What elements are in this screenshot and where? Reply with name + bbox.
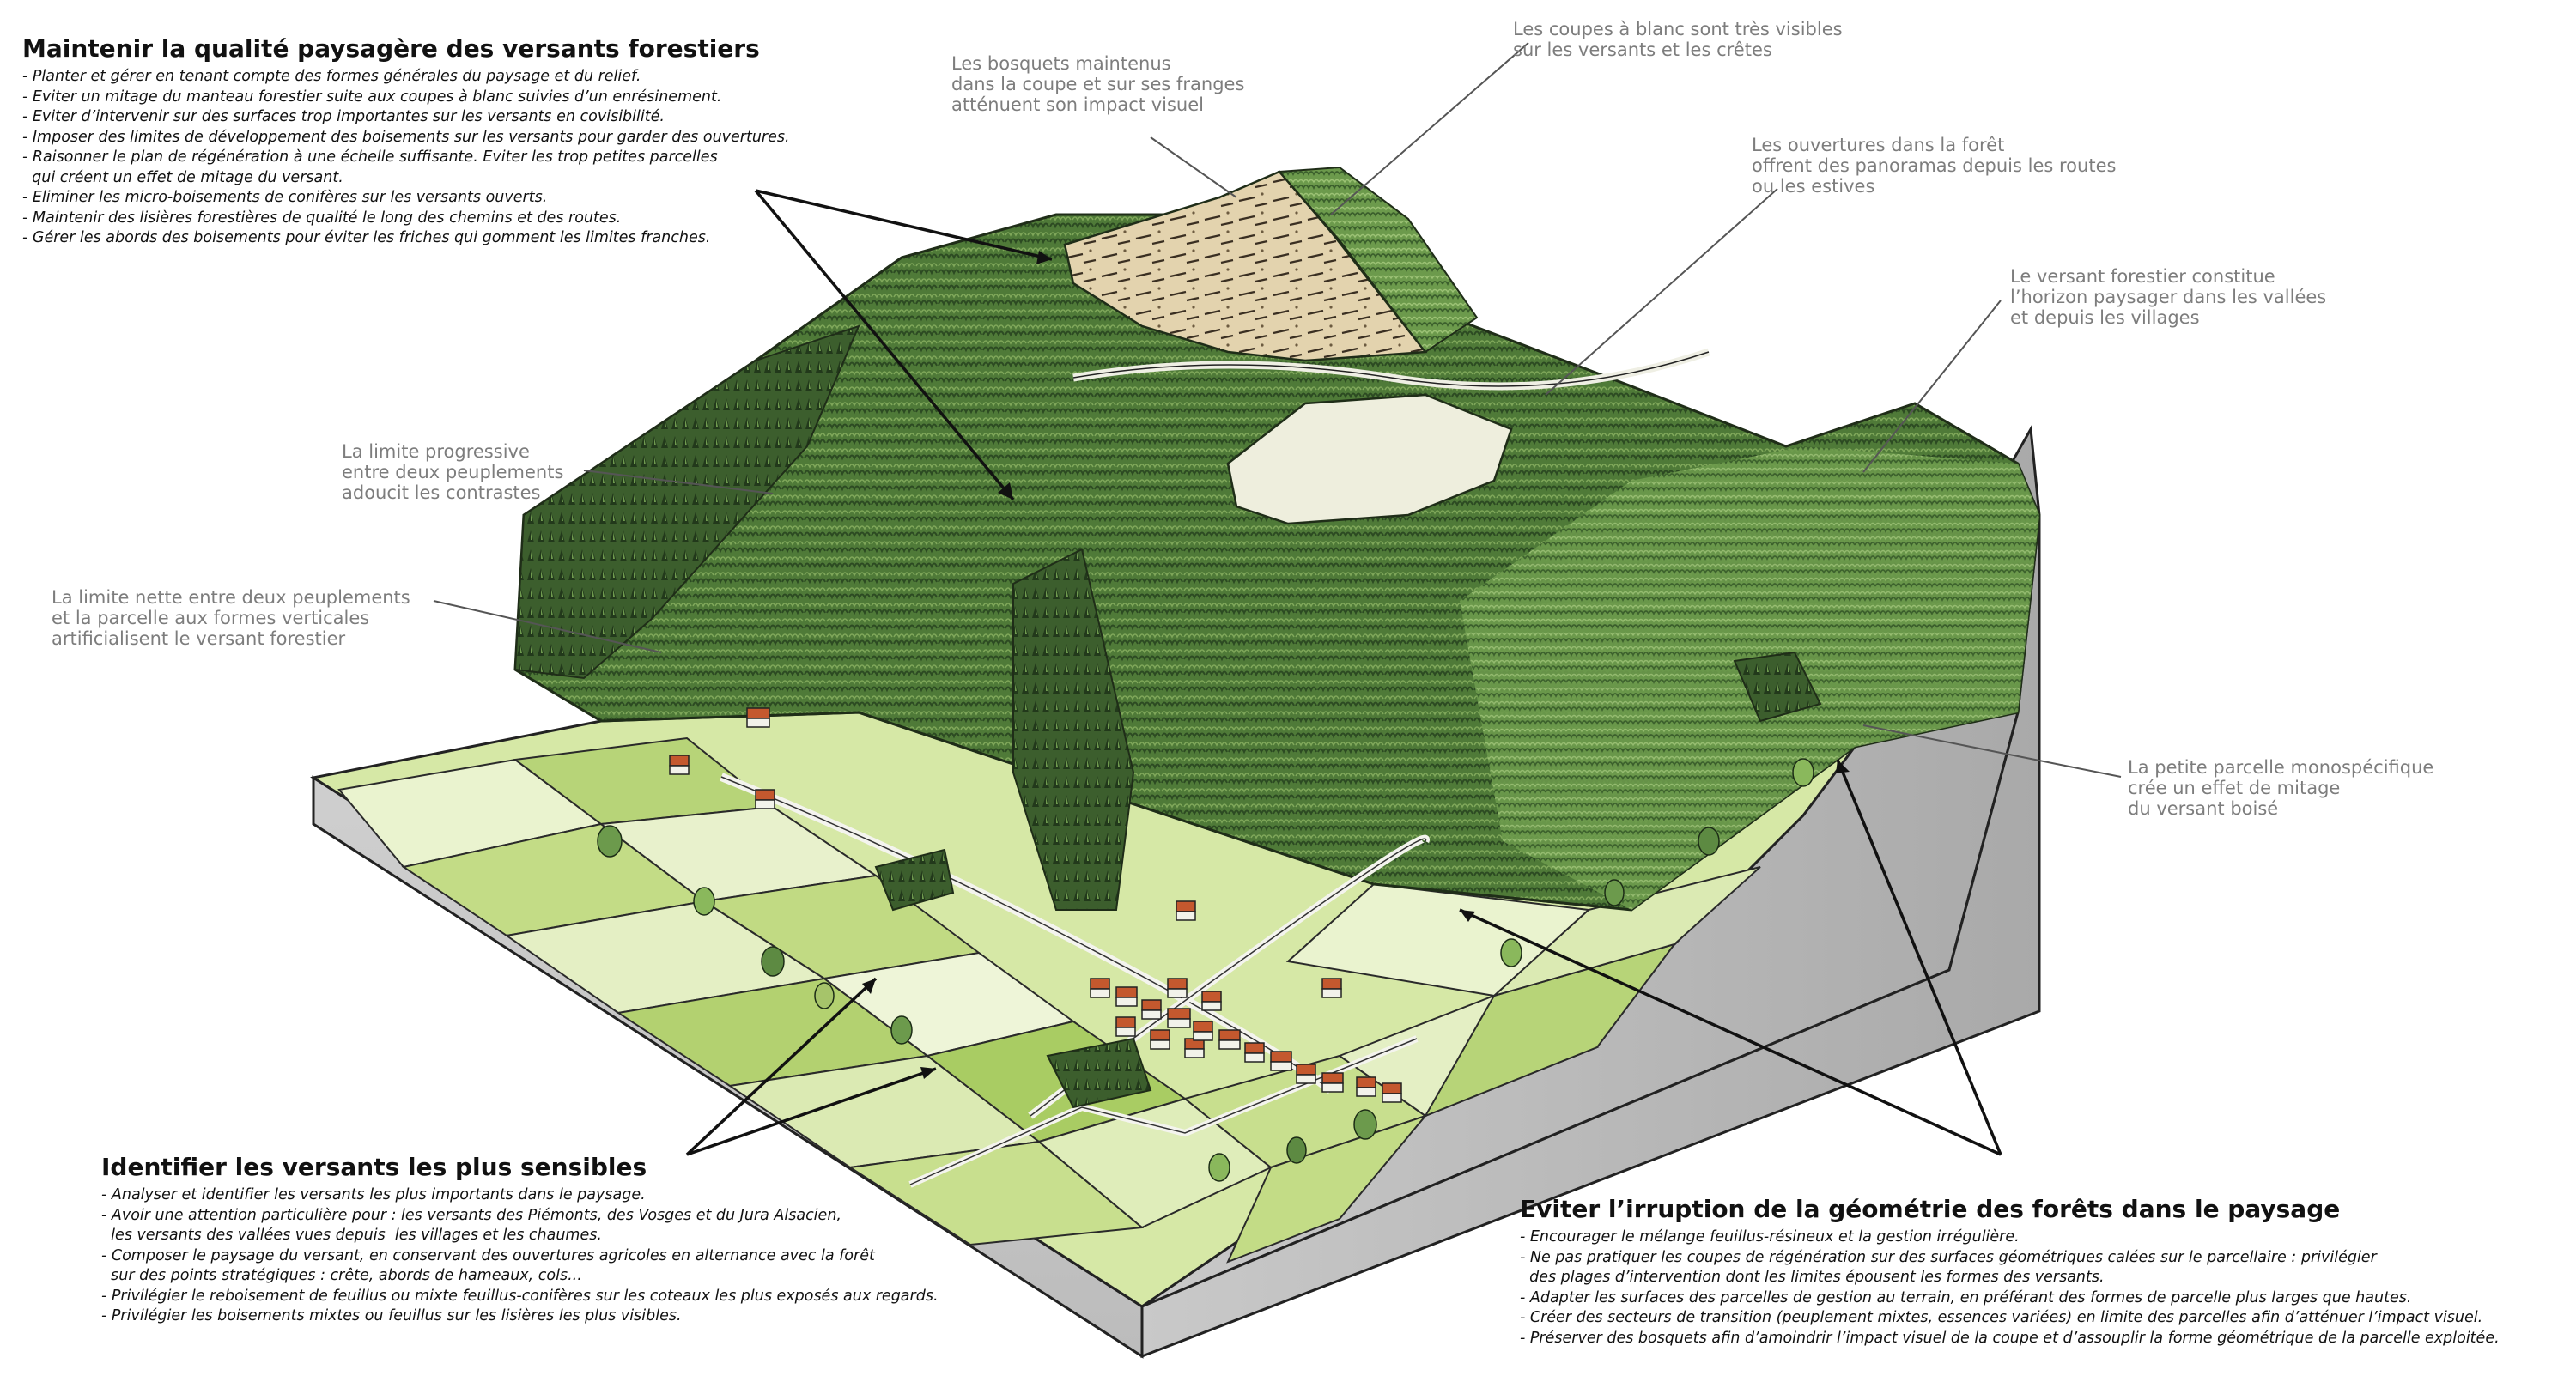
annotation-line: artificialisent le versant forestier [52,628,346,649]
annotation-petite: La petite parcelle monospécifique crée u… [2128,757,2433,819]
annotation-line: adoucit les contrastes [342,482,541,503]
annotation-line: et depuis les villages [2010,307,2200,328]
list-item: - Imposer des limites de développement d… [22,128,790,146]
conifer-parcel-vertical [1012,548,1135,911]
annotation-progressive: La limite progressive entre deux peuplem… [342,441,563,503]
annotation-coupes: Les coupes à blanc sont très visibles su… [1513,19,1843,60]
scattered-trees [597,758,1814,1182]
annotation-bosquets: Les bosquets maintenus dans la coupe et … [951,53,1244,115]
list-item: - Raisonner le plan de régénération à un… [22,148,718,166]
village-houses [669,707,1402,1103]
annotation-line: La limite progressive [342,441,530,462]
list-item: sur des points stratégiques : crête, abo… [101,1267,582,1284]
list-item: - Eviter d’intervenir sur des surfaces t… [22,108,665,125]
list-item: - Adapter les surfaces des parcelles de … [1520,1288,2412,1306]
leader-lines [433,42,2122,1156]
annotation-line: La limite nette entre deux peuplements [52,587,410,608]
annotation-line: La petite parcelle monospécifique [2128,757,2434,778]
list-item: - Eliminer les micro-boisements de conif… [22,189,548,206]
list-item: qui créent un effet de mitage du versant… [22,168,343,186]
block-bottom-right-list: - Encourager le mélange feuillus-résineu… [1520,1227,2500,1349]
annotation-line: l’horizon paysager dans les vallées [2010,287,2327,307]
block-bottom-right-title: Eviter l’irruption de la géométrie des f… [1520,1195,2341,1223]
list-item: - Eviter un mitage du manteau forestier … [22,88,722,106]
block-top-left-list: - Planter et gérer en tenant compte des … [22,67,790,249]
small-monospecific-parcel [1733,651,1822,723]
annotation-line: ou les estives [1752,176,1875,197]
list-item: les versants des vallées vues depuis les… [101,1227,602,1244]
annotation-line: dans la coupe et sur ses franges [951,74,1245,94]
clear-cut [1063,170,1428,362]
annotation-line: offrent des panoramas depuis les routes [1752,155,2117,176]
block-bottom-right: Eviter l’irruption de la géométrie des f… [1520,1195,2500,1349]
list-item: - Privilégier les boisements mixtes ou f… [101,1307,682,1324]
list-item: - Gérer les abords des boisements pour é… [22,229,711,246]
block-bottom-left-list: - Analyser et identifier les versants le… [101,1185,939,1327]
annotation-line: entre deux peuplements [342,462,564,482]
conifer-grove-valley [1046,1037,1152,1109]
annotation-line: atténuent son impact visuel [951,94,1204,115]
annotation-line: Les coupes à blanc sont très visibles [1513,19,1843,39]
annotation-line: Le versant forestier constitue [2010,266,2275,287]
annotation-line: et la parcelle aux formes verticales [52,608,370,628]
annotation-nette: La limite nette entre deux peuplements e… [52,587,410,649]
list-item: - Privilégier le reboisement de feuillus… [101,1287,939,1305]
list-item: - Planter et gérer en tenant compte des … [22,68,641,85]
list-item: - Préserver des bosquets afin d’amoindri… [1520,1329,2500,1347]
list-item: - Analyser et identifier les versants le… [101,1186,646,1203]
list-item: - Encourager le mélange feuillus-résineu… [1520,1228,2020,1246]
list-item: - Composer le paysage du versant, en con… [101,1246,875,1264]
annotation-line: sur les versants et les crêtes [1513,39,1772,60]
list-item: des plages d’intervention dont les limit… [1520,1269,2105,1286]
forest-clearing [1226,393,1513,525]
arrow-heads [862,251,1850,1079]
annotation-line: du versant boisé [2128,798,2279,819]
annotation-ouvertures: Les ouvertures dans la forêt offrent des… [1752,135,2116,197]
annotation-line: crée un effet de mitage [2128,778,2341,798]
conifer-parcel-left [513,324,860,680]
annotation-line: Les bosquets maintenus [951,53,1171,74]
list-item: - Maintenir des lisières forestières de … [22,209,622,227]
annotation-horizon: Le versant forestier constitue l’horizon… [2010,266,2326,328]
block-top-left: Maintenir la qualité paysagère des versa… [22,34,790,249]
block-top-left-title: Maintenir la qualité paysagère des versa… [22,34,760,63]
block-bottom-left: Identifier les versants les plus sensibl… [101,1153,939,1327]
list-item: - Créer des secteurs de transition (peup… [1520,1309,2483,1326]
block-bottom-left-title: Identifier les versants les plus sensibl… [101,1153,647,1181]
annotation-line: Les ouvertures dans la forêt [1752,135,2005,155]
list-item: - Avoir une attention particulière pour … [101,1206,841,1224]
list-item: - Ne pas pratiquer les coupes de régénér… [1520,1248,2377,1266]
meadow-parcels [337,736,1761,1264]
